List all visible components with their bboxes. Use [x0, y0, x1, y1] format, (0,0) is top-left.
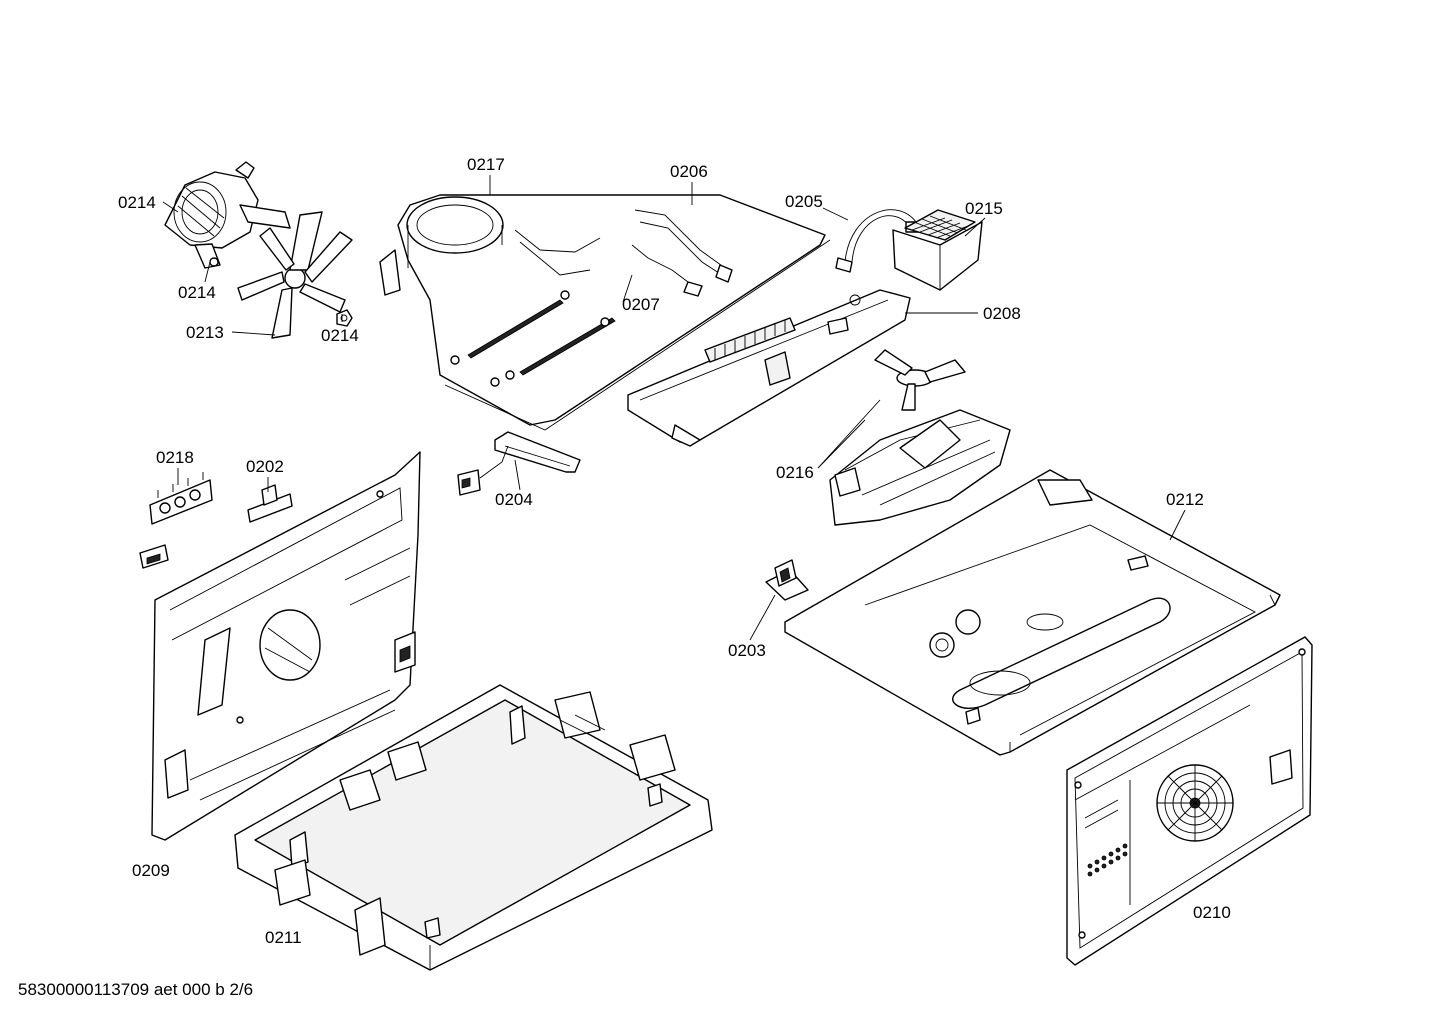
callout-0208: 0208	[983, 304, 1021, 323]
fan-blade-part	[237, 211, 353, 339]
callout-0212: 0212	[1166, 490, 1204, 509]
control-housing-part	[627, 289, 911, 447]
callout-0214-bracket: 0214	[178, 283, 216, 302]
rear-panel-part	[151, 451, 421, 841]
wiring-harness-part	[631, 209, 733, 297]
callout-0205: 0205	[785, 192, 823, 211]
callout-0206: 0206	[670, 162, 708, 181]
callout-labels: 0217 0206 0205 0215 0214 0214 0213 0214 …	[118, 155, 1231, 947]
callout-0207: 0207	[622, 295, 660, 314]
callout-0216: 0216	[776, 463, 814, 482]
callout-0209: 0209	[132, 861, 170, 880]
callout-0210: 0210	[1193, 903, 1231, 922]
bottom-tray-part	[234, 684, 713, 971]
top-plate-part	[379, 194, 831, 431]
connector-part	[247, 484, 293, 523]
callout-0218: 0218	[156, 448, 194, 467]
thermostat-part	[765, 559, 809, 601]
base-plate-part	[784, 469, 1281, 756]
callout-0215: 0215	[965, 199, 1003, 218]
terminal-block-part	[149, 472, 213, 525]
callout-0213: 0213	[186, 323, 224, 342]
cooling-fan-part	[829, 349, 1011, 526]
callout-0202: 0202	[246, 457, 284, 476]
document-code: 58300000113709 aet 000 b 2/6	[18, 980, 254, 999]
nut-part	[336, 309, 353, 327]
callout-0211: 0211	[265, 928, 302, 947]
fan-cover-panel-part	[1066, 636, 1313, 966]
callout-0214-nut: 0214	[321, 326, 359, 345]
leader-lines	[162, 175, 1186, 641]
callout-0203: 0203	[728, 641, 766, 660]
fan-motor-part	[164, 161, 291, 269]
callout-0204: 0204	[495, 490, 533, 509]
callout-0214-motor: 0214	[118, 193, 156, 212]
callout-0217: 0217	[467, 155, 505, 174]
clip-part	[139, 544, 169, 569]
heat-sink-part	[892, 209, 983, 291]
switch-part	[457, 431, 581, 496]
